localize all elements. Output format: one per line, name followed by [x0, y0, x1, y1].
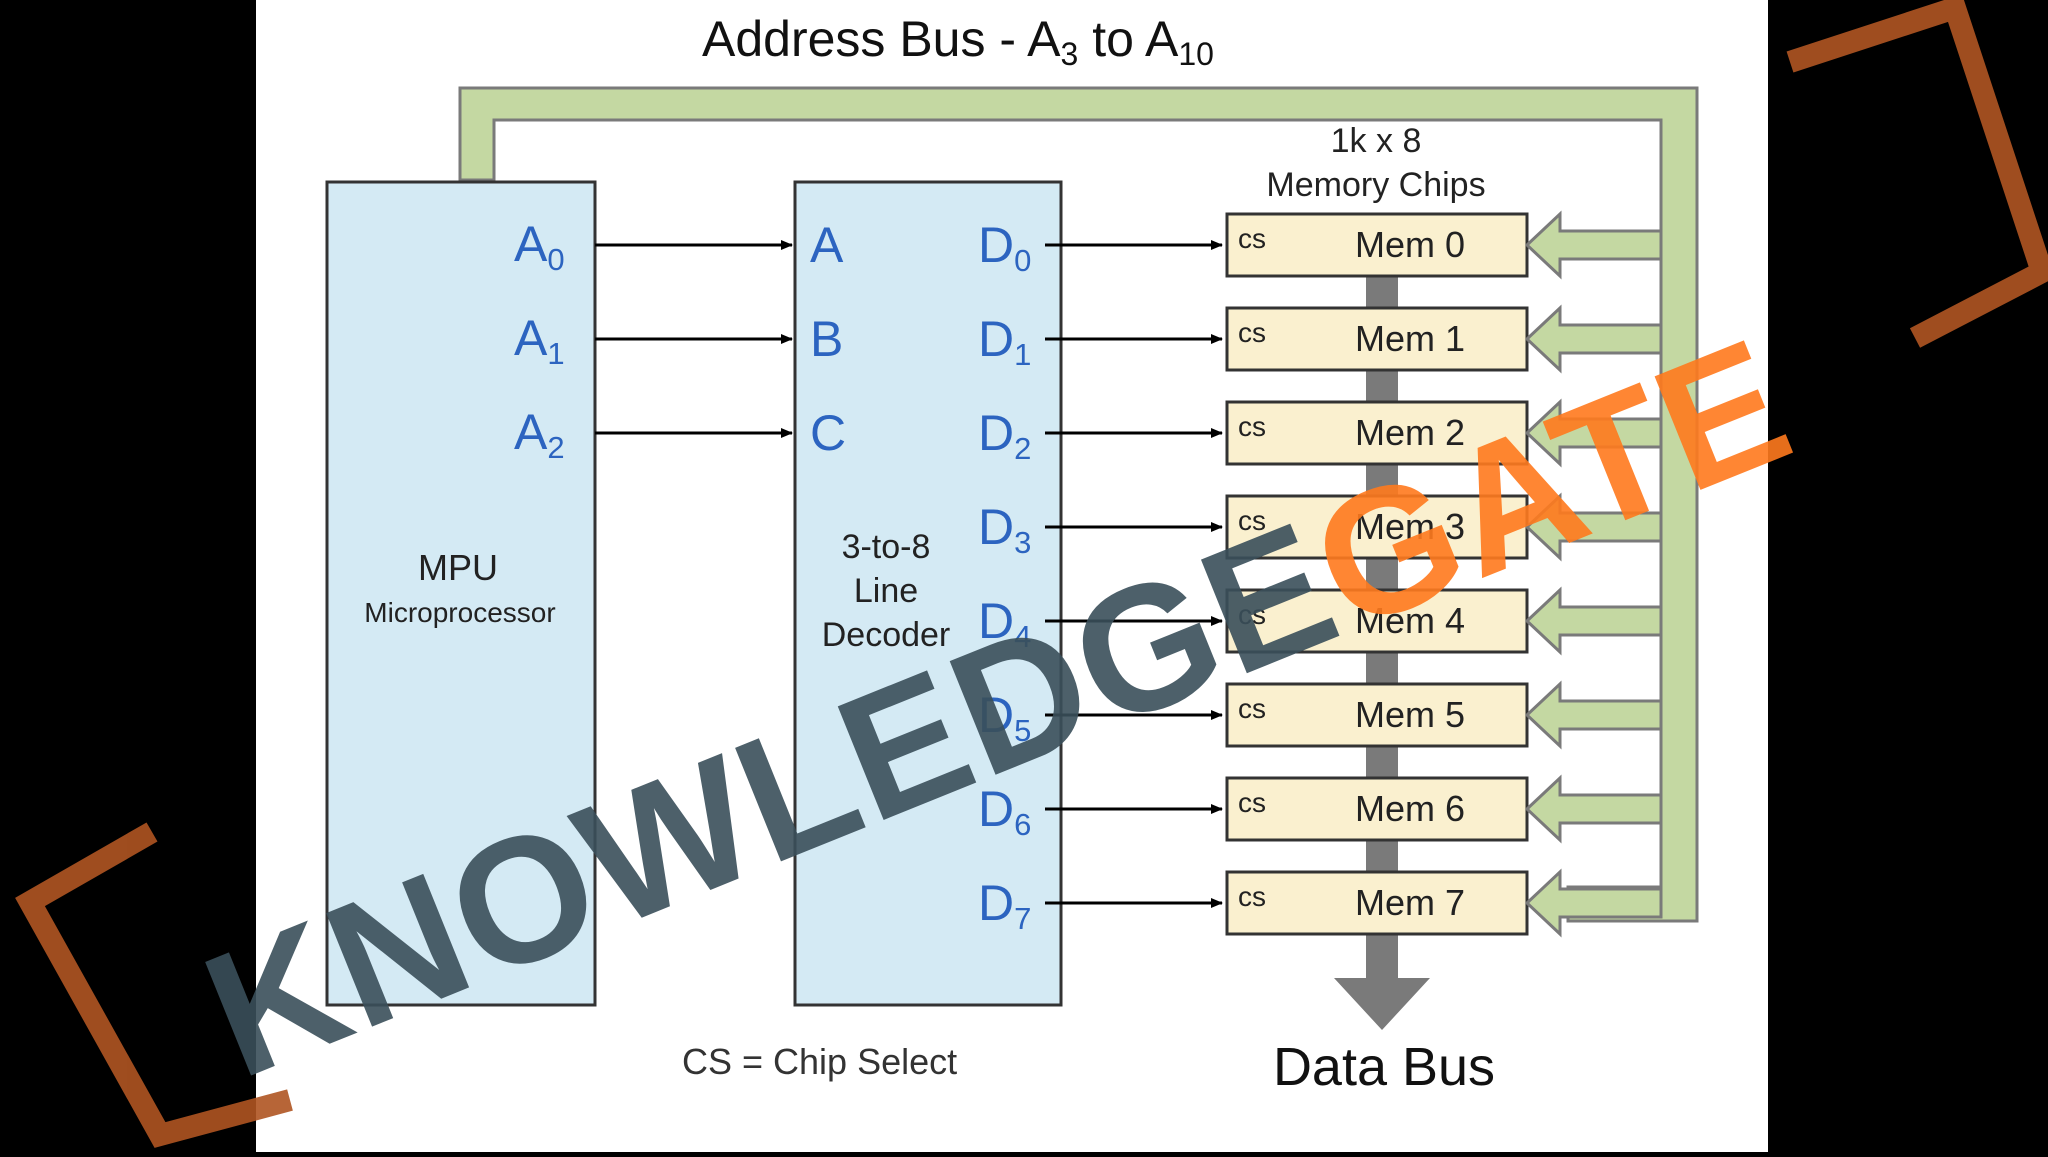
decoder-input-b: B: [810, 311, 843, 367]
chip-select-label-4: cs: [1238, 599, 1266, 630]
mpu-pin-a1: A1: [514, 310, 565, 371]
memory-chip-6: [1225, 776, 1529, 842]
decoder-output-d6: D6: [978, 781, 1031, 842]
decoder-input-a: A: [810, 217, 844, 273]
chip-select-label-6: cs: [1238, 787, 1266, 818]
memory-chip-3: [1225, 494, 1529, 560]
decoder-title-line-1: 3-to-8: [842, 528, 931, 566]
address-bus: [458, 86, 1699, 923]
decoder-input-c: C: [810, 405, 846, 461]
memory-chip-label-2: Mem 2: [1355, 412, 1465, 453]
address-bus-branch-0: [1524, 210, 1663, 280]
memory-header-line-1: 1k x 8: [1331, 122, 1422, 160]
decoder-output-d2: D2: [978, 405, 1031, 466]
chip-select-label-3: cs: [1238, 505, 1266, 536]
memory-header-line-2: Memory Chips: [1266, 166, 1485, 204]
address-bus-branch-3: [1524, 492, 1663, 562]
memory-chip-label-5: Mem 5: [1355, 694, 1465, 735]
decoder-output-d4: D4: [978, 593, 1031, 654]
address-bus-title: Address Bus - A3 to A10: [702, 11, 1214, 72]
memory-chip-label-0: Mem 0: [1355, 224, 1465, 265]
memory-chip-5: [1225, 682, 1529, 748]
chip-select-label-5: cs: [1238, 693, 1266, 724]
decoder-title-line-2: Line: [854, 572, 918, 610]
address-bus-branch-5: [1524, 680, 1663, 750]
memory-chip-label-7: Mem 7: [1355, 882, 1465, 923]
address-bus-branch-4: [1524, 586, 1663, 656]
address-bus-branch-7: [1524, 868, 1663, 938]
memory-chip-label-3: Mem 3: [1355, 506, 1465, 547]
decoder-block: [793, 180, 1063, 1007]
memory-chip-label-1: Mem 1: [1355, 318, 1465, 359]
chip-select-label-2: cs: [1238, 411, 1266, 442]
address-bus-branch-6: [1524, 774, 1663, 844]
address-bus-branch-2: [1524, 398, 1663, 468]
mpu-name: MPU: [418, 547, 498, 588]
decoder-output-d3: D3: [978, 499, 1031, 560]
address-bus-branch-1: [1524, 304, 1663, 374]
memory-chip-7: [1225, 870, 1529, 936]
data-bus-label: Data Bus: [1273, 1037, 1495, 1097]
decoder-output-d5: D5: [978, 687, 1031, 748]
memory-chip-label-4: Mem 4: [1355, 600, 1465, 641]
decoder-title-line-3: Decoder: [822, 616, 951, 654]
mpu-block: [325, 180, 597, 1007]
chip-select-label-7: cs: [1238, 881, 1266, 912]
left-black-bar: [0, 0, 256, 1152]
right-black-bar: [1768, 0, 2048, 1152]
chip-select-label-1: cs: [1238, 317, 1266, 348]
chip-select-label-0: cs: [1238, 223, 1266, 254]
mpu-subtitle: Microprocessor: [364, 597, 555, 628]
memory-chip-0: [1225, 212, 1529, 278]
watermark-bracket-right-icon: [1786, 0, 2048, 348]
watermark-bracket-left-icon: [15, 822, 293, 1148]
decoder-output-d1: D1: [978, 311, 1031, 372]
decoder-output-d0: D0: [978, 217, 1031, 278]
mpu-pin-a0: A0: [514, 216, 565, 277]
memory-chip-4: [1225, 588, 1529, 654]
decoder-output-d7: D7: [978, 875, 1031, 936]
memory-chip-label-6: Mem 6: [1355, 788, 1465, 829]
mpu-pin-a2: A2: [514, 404, 565, 465]
chip-select-legend: CS = Chip Select: [682, 1041, 957, 1082]
